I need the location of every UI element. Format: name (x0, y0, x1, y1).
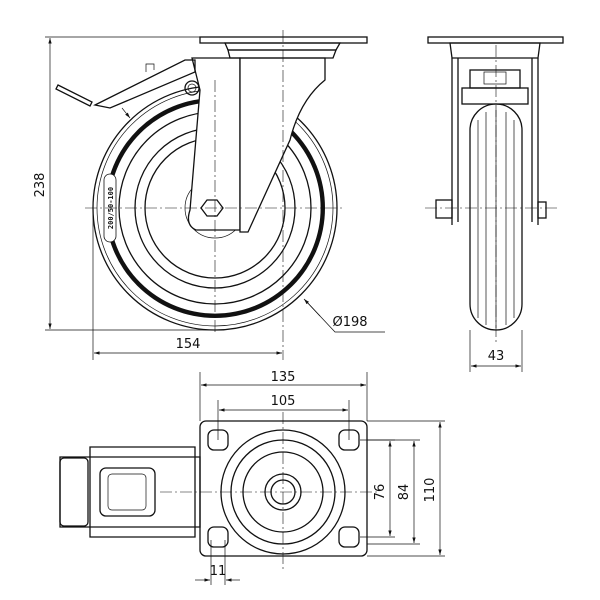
brake-lever (55, 59, 200, 109)
dim-hole-spacing-length: 105 (271, 394, 296, 409)
top-plate (199, 36, 368, 59)
side-view: 43 (425, 36, 564, 372)
dim-wheel-width: 43 (488, 349, 505, 364)
bottom-view: 135 105 110 84 76 11 (59, 370, 445, 585)
front-view: 200/50-100 238 154 (33, 30, 385, 360)
dim-plate-length: 135 (271, 370, 296, 385)
dim-wheel-diameter: Ø198 (332, 315, 367, 330)
dim-offset: 154 (176, 337, 201, 352)
dim-hole-spacing-width: 76 (373, 484, 388, 501)
dim-overall-height: 238 (33, 173, 48, 198)
dim-plate-inner-width: 84 (397, 484, 412, 501)
dim-hole-diameter: 11 (210, 564, 227, 579)
fork (187, 57, 326, 233)
dim-plate-width: 110 (423, 478, 438, 503)
